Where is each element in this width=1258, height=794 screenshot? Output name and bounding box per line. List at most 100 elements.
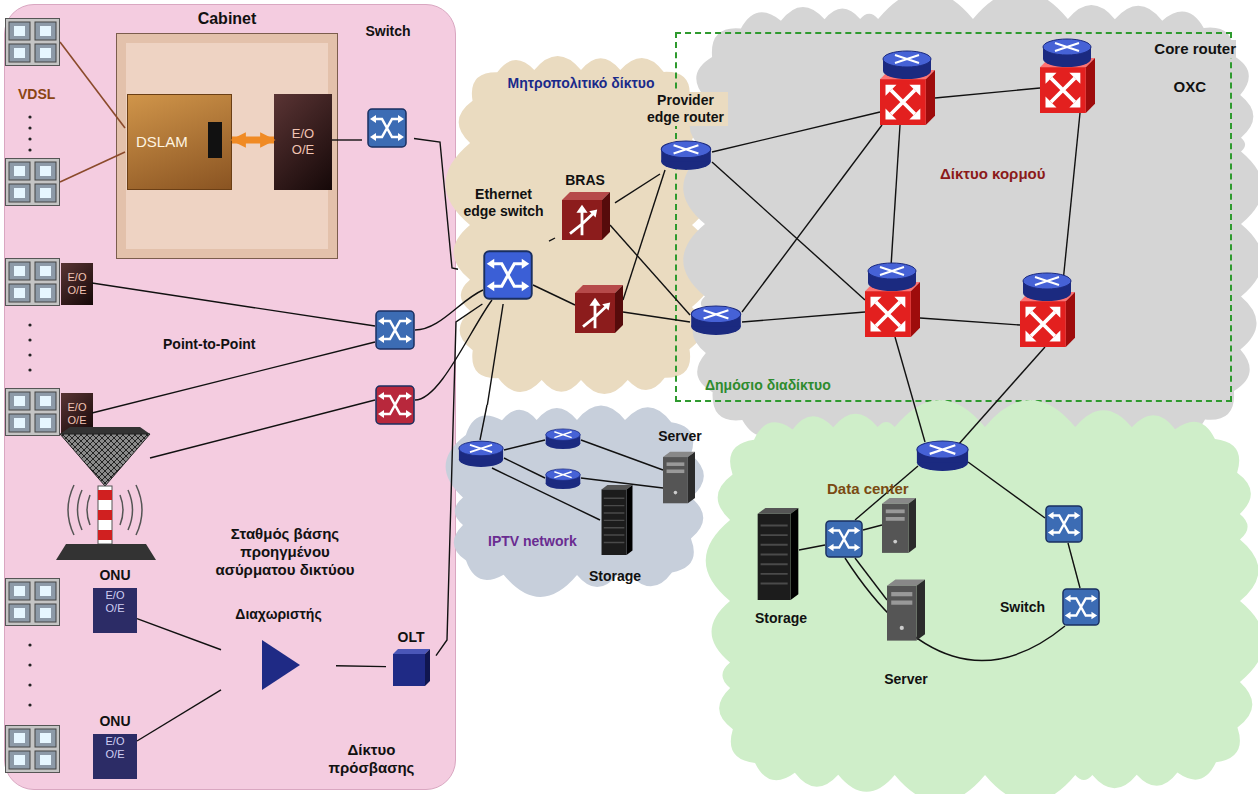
vdsl-wire — [60, 42, 125, 128]
switch-icon — [376, 311, 414, 349]
node-text: E/O O/E — [288, 126, 318, 157]
core-router-oxc-icon — [868, 263, 916, 291]
network-wire — [504, 458, 545, 478]
dslam-port — [208, 122, 222, 158]
switch-icon — [376, 386, 414, 424]
network-wire — [581, 440, 663, 470]
bras-icon — [575, 285, 623, 333]
switch-icon — [368, 109, 1099, 625]
vdsl-wire — [60, 152, 125, 182]
node-text: Δημόσιο διαδίκτυο — [705, 377, 831, 394]
ellipsis-dots — [28, 338, 31, 341]
node-text: IPTV network — [488, 533, 577, 550]
server-icon — [882, 498, 916, 553]
eo-converter-box: E/O O/E — [274, 94, 332, 190]
switch-icon — [484, 251, 532, 299]
building-icon — [6, 259, 60, 306]
free-label: VDSL — [18, 86, 55, 103]
eo-converter-box: E/O O/E — [61, 263, 93, 305]
cloud-shape — [446, 406, 704, 597]
vdsl-wire — [60, 42, 125, 182]
network-wire — [845, 558, 1065, 661]
network-wire — [92, 342, 375, 413]
connector — [615, 174, 660, 203]
network-wire — [712, 162, 865, 300]
node-text: Σταθμός βάσης προηγμένου ασύρματου δικτύ… — [210, 525, 360, 579]
ellipsis-dots — [28, 115, 31, 706]
network-wire — [415, 300, 492, 400]
base-station-antenna — [98, 530, 112, 540]
ellipsis-dots — [28, 703, 31, 706]
splitter-triangle — [262, 640, 300, 690]
network-wire — [799, 545, 825, 550]
node-text: OLT — [398, 629, 425, 646]
connector — [414, 139, 458, 270]
connector — [549, 238, 555, 241]
switch-icon — [1063, 589, 1099, 625]
node-text: ONU — [99, 567, 130, 585]
network-wire — [742, 125, 882, 312]
olt-icon — [393, 649, 430, 654]
network-wire — [623, 312, 690, 322]
storage-icon — [602, 485, 633, 555]
node-text: E/O O/E — [64, 271, 90, 297]
network-wire — [895, 337, 925, 442]
network-wire — [480, 405, 487, 440]
server-icon — [887, 579, 925, 640]
connector — [436, 304, 482, 656]
node-text: Storage — [589, 568, 641, 585]
building-icon — [6, 579, 60, 626]
ellipsis-dots — [28, 353, 31, 356]
network-wire — [492, 468, 600, 520]
node-text: ONU — [99, 713, 130, 731]
node-text: Ethernet edge switch — [461, 186, 546, 220]
network-wire — [150, 400, 375, 458]
node-text: Switch — [1000, 599, 1045, 616]
ellipsis-dots — [28, 683, 31, 686]
network-wire — [935, 88, 1040, 98]
node-text: Cabinet — [198, 9, 257, 28]
base-station-antenna — [98, 486, 112, 544]
server-icon — [663, 452, 925, 641]
cloud-shape — [715, 412, 1255, 790]
connector — [332, 139, 362, 140]
router-icon — [917, 441, 968, 471]
node-text: Switch — [365, 23, 410, 40]
olt-icon — [393, 649, 430, 686]
network-wire — [92, 88, 1080, 661]
connector — [336, 665, 386, 667]
ellipsis-dots — [28, 643, 31, 646]
label-holder: Point-to-Point — [163, 336, 256, 353]
label-holder: VDSL — [18, 86, 55, 103]
node-text: OXC — [1173, 78, 1206, 96]
network-wire — [958, 347, 1045, 445]
node-text: BRAS — [565, 172, 605, 189]
building-icon — [6, 19, 60, 66]
core-router-oxc-icon — [883, 51, 931, 79]
ellipsis-dots — [28, 323, 31, 326]
base-station-antenna — [56, 544, 156, 560]
cloud-shape — [683, 0, 1258, 457]
network-wire — [890, 125, 900, 282]
network-wire — [712, 112, 880, 152]
olt-icon — [393, 654, 425, 686]
node-text: Server — [884, 671, 928, 688]
connector — [137, 690, 221, 741]
node-text: Core router — [1154, 40, 1236, 58]
building-icon — [6, 726, 60, 773]
bras-icon — [562, 192, 623, 333]
ellipsis-dots — [28, 663, 31, 666]
router-icon — [546, 429, 581, 449]
network-wire — [533, 285, 575, 305]
ellipsis-dots — [28, 148, 31, 151]
node-text: Server — [658, 428, 702, 445]
building-icon — [6, 389, 60, 436]
network-wire — [1068, 543, 1080, 588]
network-wire — [742, 312, 865, 322]
core-router-oxc-icon — [865, 39, 1095, 347]
data-center-cloud: Data centerStorageServerSwitch — [715, 412, 1255, 790]
ellipsis-dots — [28, 115, 31, 118]
node-text: Μητροπολιτικό δίκτυο — [508, 75, 655, 92]
network-wire — [920, 318, 1020, 325]
